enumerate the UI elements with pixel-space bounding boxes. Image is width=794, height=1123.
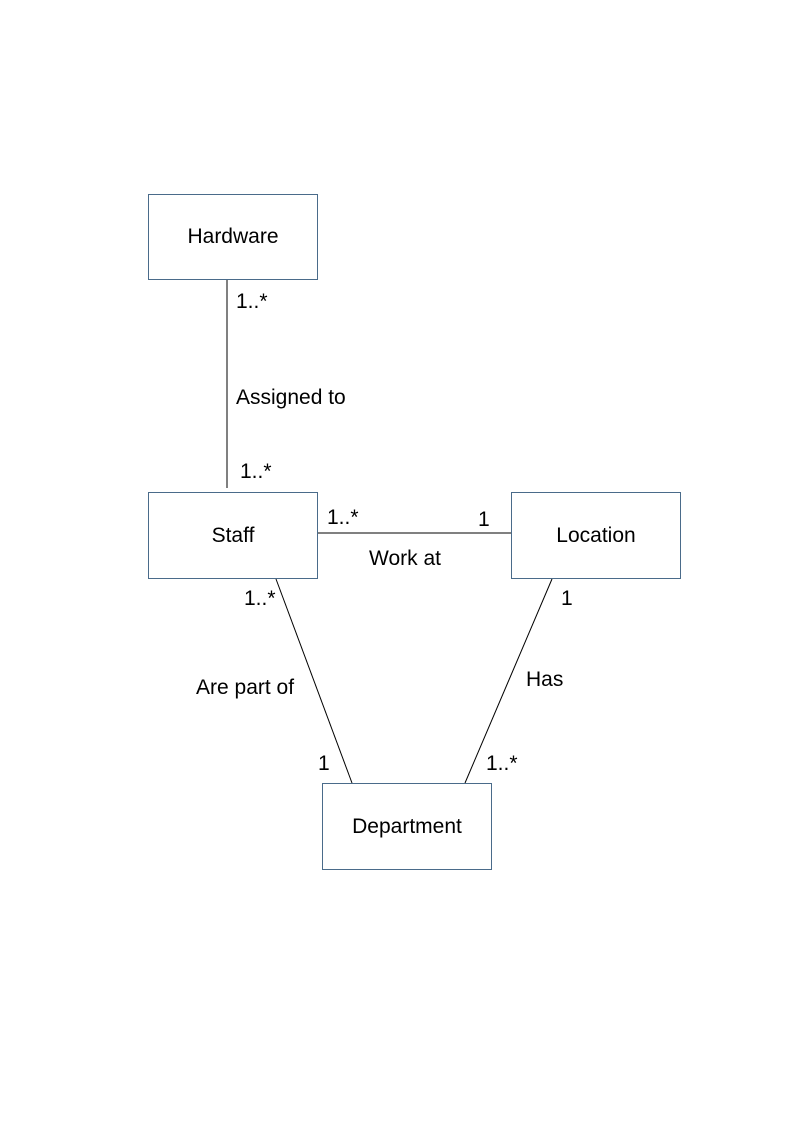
entity-location: Location	[511, 492, 681, 579]
entity-staff: Staff	[148, 492, 318, 579]
multiplicity-has-location: 1	[561, 587, 573, 610]
entity-department: Department	[322, 783, 492, 870]
multiplicity-part-of-staff: 1..*	[244, 587, 276, 610]
relationship-label-assigned-to: Assigned to	[236, 386, 346, 409]
multiplicity-assigned-hardware: 1..*	[236, 290, 268, 313]
entity-department-label: Department	[352, 814, 462, 838]
relationship-label-work-at: Work at	[369, 547, 441, 570]
relationship-label-are-part-of: Are part of	[196, 676, 295, 699]
connector-has	[464, 578, 553, 784]
multiplicity-work-at-staff: 1..*	[327, 506, 359, 529]
multiplicity-work-at-location: 1	[478, 508, 490, 531]
relationship-label-has: Has	[526, 668, 564, 691]
entity-location-label: Location	[556, 523, 636, 547]
multiplicity-has-department: 1..*	[486, 752, 518, 775]
multiplicity-part-of-department: 1	[318, 752, 330, 775]
connector-are-part-of	[275, 578, 353, 784]
entity-staff-label: Staff	[211, 523, 255, 547]
entity-hardware-label: Hardware	[187, 225, 279, 248]
multiplicity-assigned-staff: 1..*	[240, 460, 272, 483]
entity-hardware: Hardware	[148, 194, 318, 280]
